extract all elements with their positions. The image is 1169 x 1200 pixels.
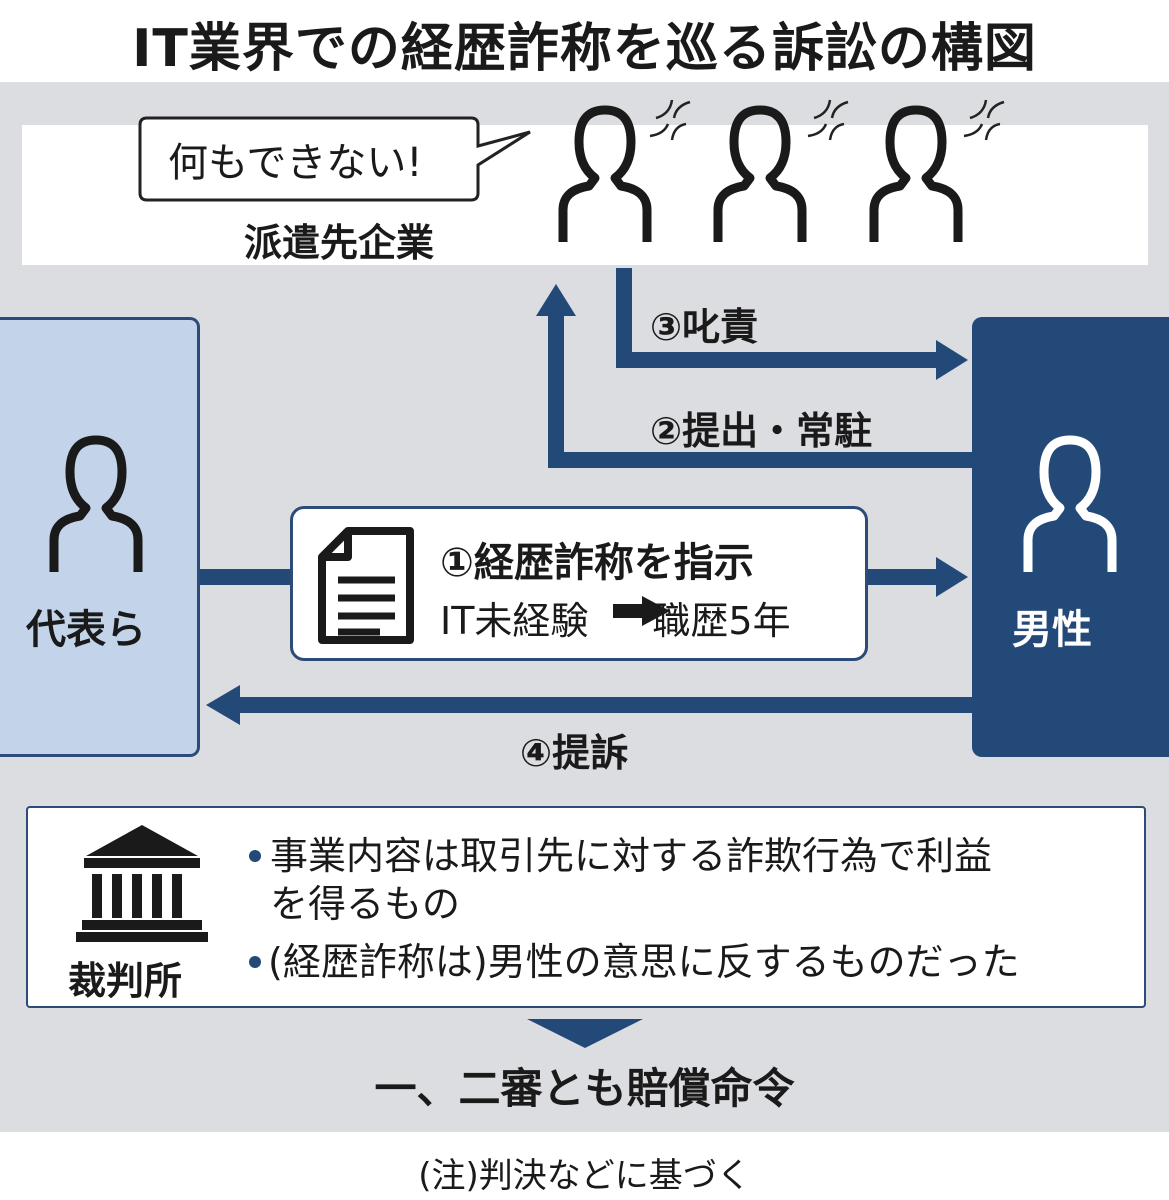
bullet-icon <box>249 956 261 968</box>
representative-person-icon <box>54 440 138 572</box>
arrow-step4-head <box>206 685 240 725</box>
verdict-text: 一、二審とも賠償命令 <box>374 1064 795 1113</box>
representative-box <box>0 317 200 757</box>
client-person-icon <box>563 110 647 242</box>
right-arrow-icon <box>613 596 670 626</box>
step2-label: ②提出・常駐 <box>650 409 873 453</box>
arrow-step3-line <box>616 268 942 368</box>
court-box <box>26 806 1146 1008</box>
arrow-step1-head <box>936 557 968 597</box>
court-point-1-line2: を得るもの <box>270 882 461 926</box>
source-note: (注)判決などに基づく <box>418 1156 751 1196</box>
bullet-icon <box>249 850 261 862</box>
speech-bubble <box>138 116 531 202</box>
step1-detail-from: IT未経験 <box>440 599 589 643</box>
diagram-title: IT業界での経歴詐称を巡る訴訟の構図 <box>132 19 1037 79</box>
man-label: 男性 <box>1012 607 1092 653</box>
anger-mark-icon <box>962 98 1006 142</box>
step1-title: ①経歴詐称を指示 <box>440 540 754 586</box>
representative-label: 代表ら <box>26 607 146 653</box>
down-chevron-icon <box>527 1019 643 1048</box>
client-person-icon <box>874 110 958 242</box>
document-icon <box>318 527 414 644</box>
step1-detail: IT未経験 職歴5年 <box>440 590 791 645</box>
court-building-icon <box>76 825 208 942</box>
anger-mark-icon <box>806 98 850 142</box>
client-person-icon <box>718 110 802 242</box>
man-person-icon-outline <box>1023 435 1117 572</box>
arrow-step2-head <box>536 284 576 316</box>
speech-text: 何もできない! <box>168 140 423 186</box>
client-company-label: 派遣先企業 <box>244 221 435 265</box>
court-point-1-line1: 事業内容は取引先に対する詐欺行為で利益 <box>270 834 993 878</box>
court-point-2: (経歴詐称は)男性の意思に反するものだった <box>268 940 1020 984</box>
court-label: 裁判所 <box>68 959 183 1003</box>
step1-detail-to: 職歴5年 <box>652 599 791 643</box>
anger-mark-icon <box>648 98 692 142</box>
arrow-step3-head <box>936 340 968 380</box>
man-box <box>972 317 1169 757</box>
step4-label: ④提訴 <box>520 731 629 775</box>
arrow-step2-line <box>548 310 972 468</box>
step3-label: ③叱責 <box>650 305 759 349</box>
